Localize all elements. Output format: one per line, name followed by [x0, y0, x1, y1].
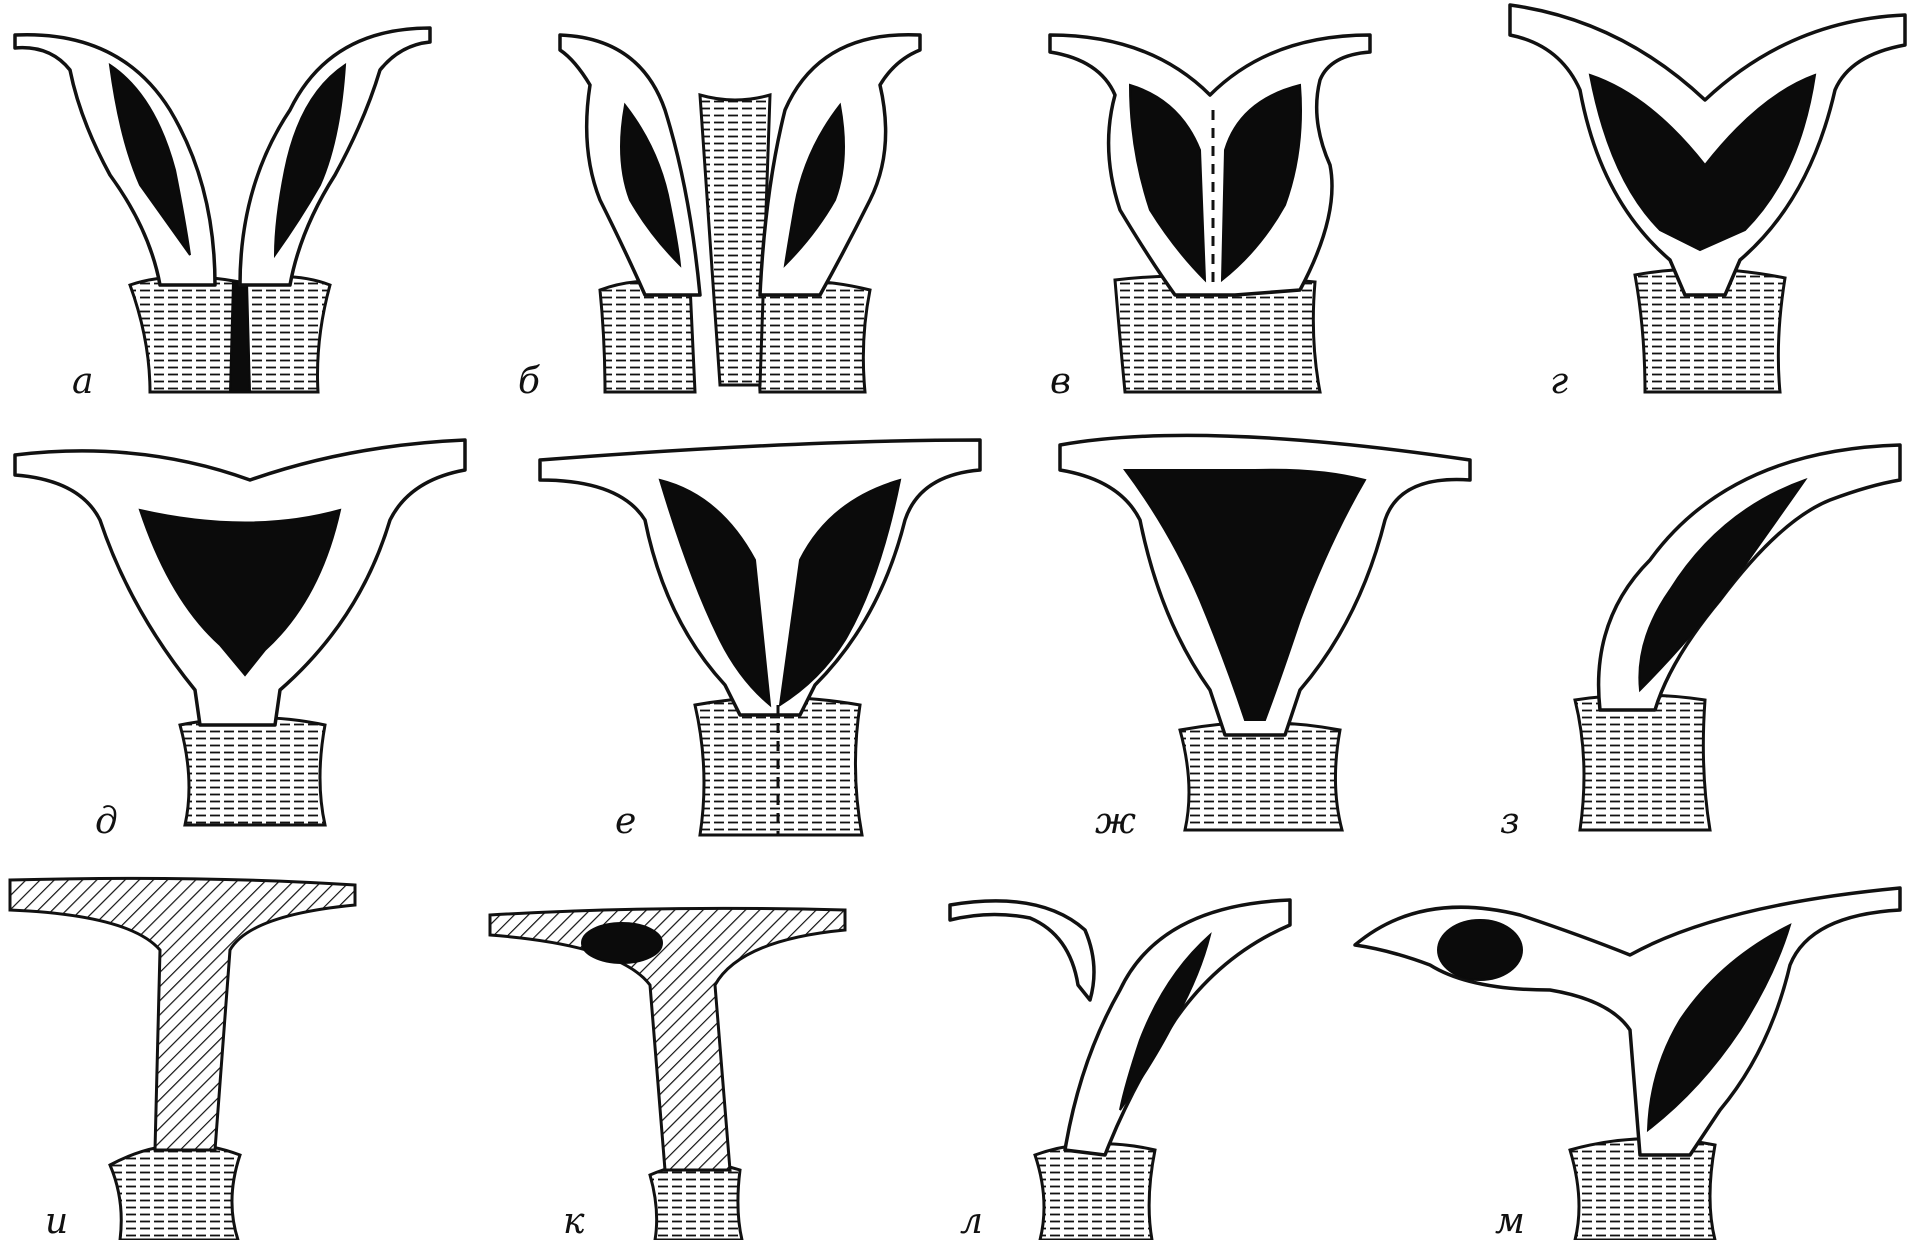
cervix-shape — [650, 1164, 742, 1240]
uterus-body — [1510, 5, 1905, 295]
cervix-shape — [240, 277, 330, 392]
panel-label-a: а — [72, 361, 93, 402]
panel-i-diagram — [10, 878, 355, 1240]
cervix-shape — [180, 718, 325, 826]
panel-label-m: м — [1495, 1201, 1525, 1240]
panel-label-z: з — [1500, 801, 1520, 842]
panel-k-diagram — [490, 908, 845, 1240]
cervix-shape — [755, 281, 870, 392]
cervix-shape — [600, 281, 695, 392]
uterus-body — [1050, 35, 1370, 295]
panel-label-b: б — [518, 361, 541, 402]
cervix-shape — [130, 277, 245, 392]
panel-d-diagram — [15, 440, 465, 825]
panel-label-l: л — [960, 1201, 983, 1240]
panel-e-diagram — [540, 440, 980, 835]
cervix-shape — [110, 1145, 240, 1240]
cervix-shape — [1180, 723, 1342, 831]
rudimentary-horn-cavity — [1438, 920, 1522, 980]
cervical-canal — [230, 282, 250, 392]
cervix-shape — [1575, 695, 1710, 830]
panel-label-d: д — [95, 801, 118, 842]
panel-m-diagram — [1355, 888, 1900, 1240]
vaginal-septum — [700, 95, 770, 385]
panel-label-g: г — [1550, 361, 1568, 402]
panel-g-diagram — [1510, 5, 1905, 392]
panel-zh-diagram — [1060, 435, 1470, 830]
panel-label-zh: ж — [1095, 801, 1136, 842]
panel-z-diagram — [1575, 445, 1900, 830]
panel-b-diagram — [560, 35, 920, 392]
solid-uterine-remnant — [490, 908, 845, 1170]
uterus-body — [1355, 888, 1900, 1155]
panel-label-k: к — [563, 1201, 585, 1240]
panel-label-e: е — [615, 801, 636, 842]
uterine-horn-right — [240, 28, 430, 285]
panel-l-diagram — [950, 900, 1290, 1240]
cervix-shape — [1035, 1144, 1155, 1240]
rudimentary-horn — [950, 901, 1094, 1000]
panel-label-i: и — [45, 1201, 68, 1240]
solid-uterine-remnant — [10, 878, 355, 1150]
rudimentary-cavity — [582, 923, 662, 963]
panel-a-diagram — [15, 28, 430, 392]
panel-v-diagram — [1050, 35, 1370, 392]
uterine-horn — [1065, 900, 1290, 1155]
panel-label-v: в — [1050, 361, 1071, 402]
